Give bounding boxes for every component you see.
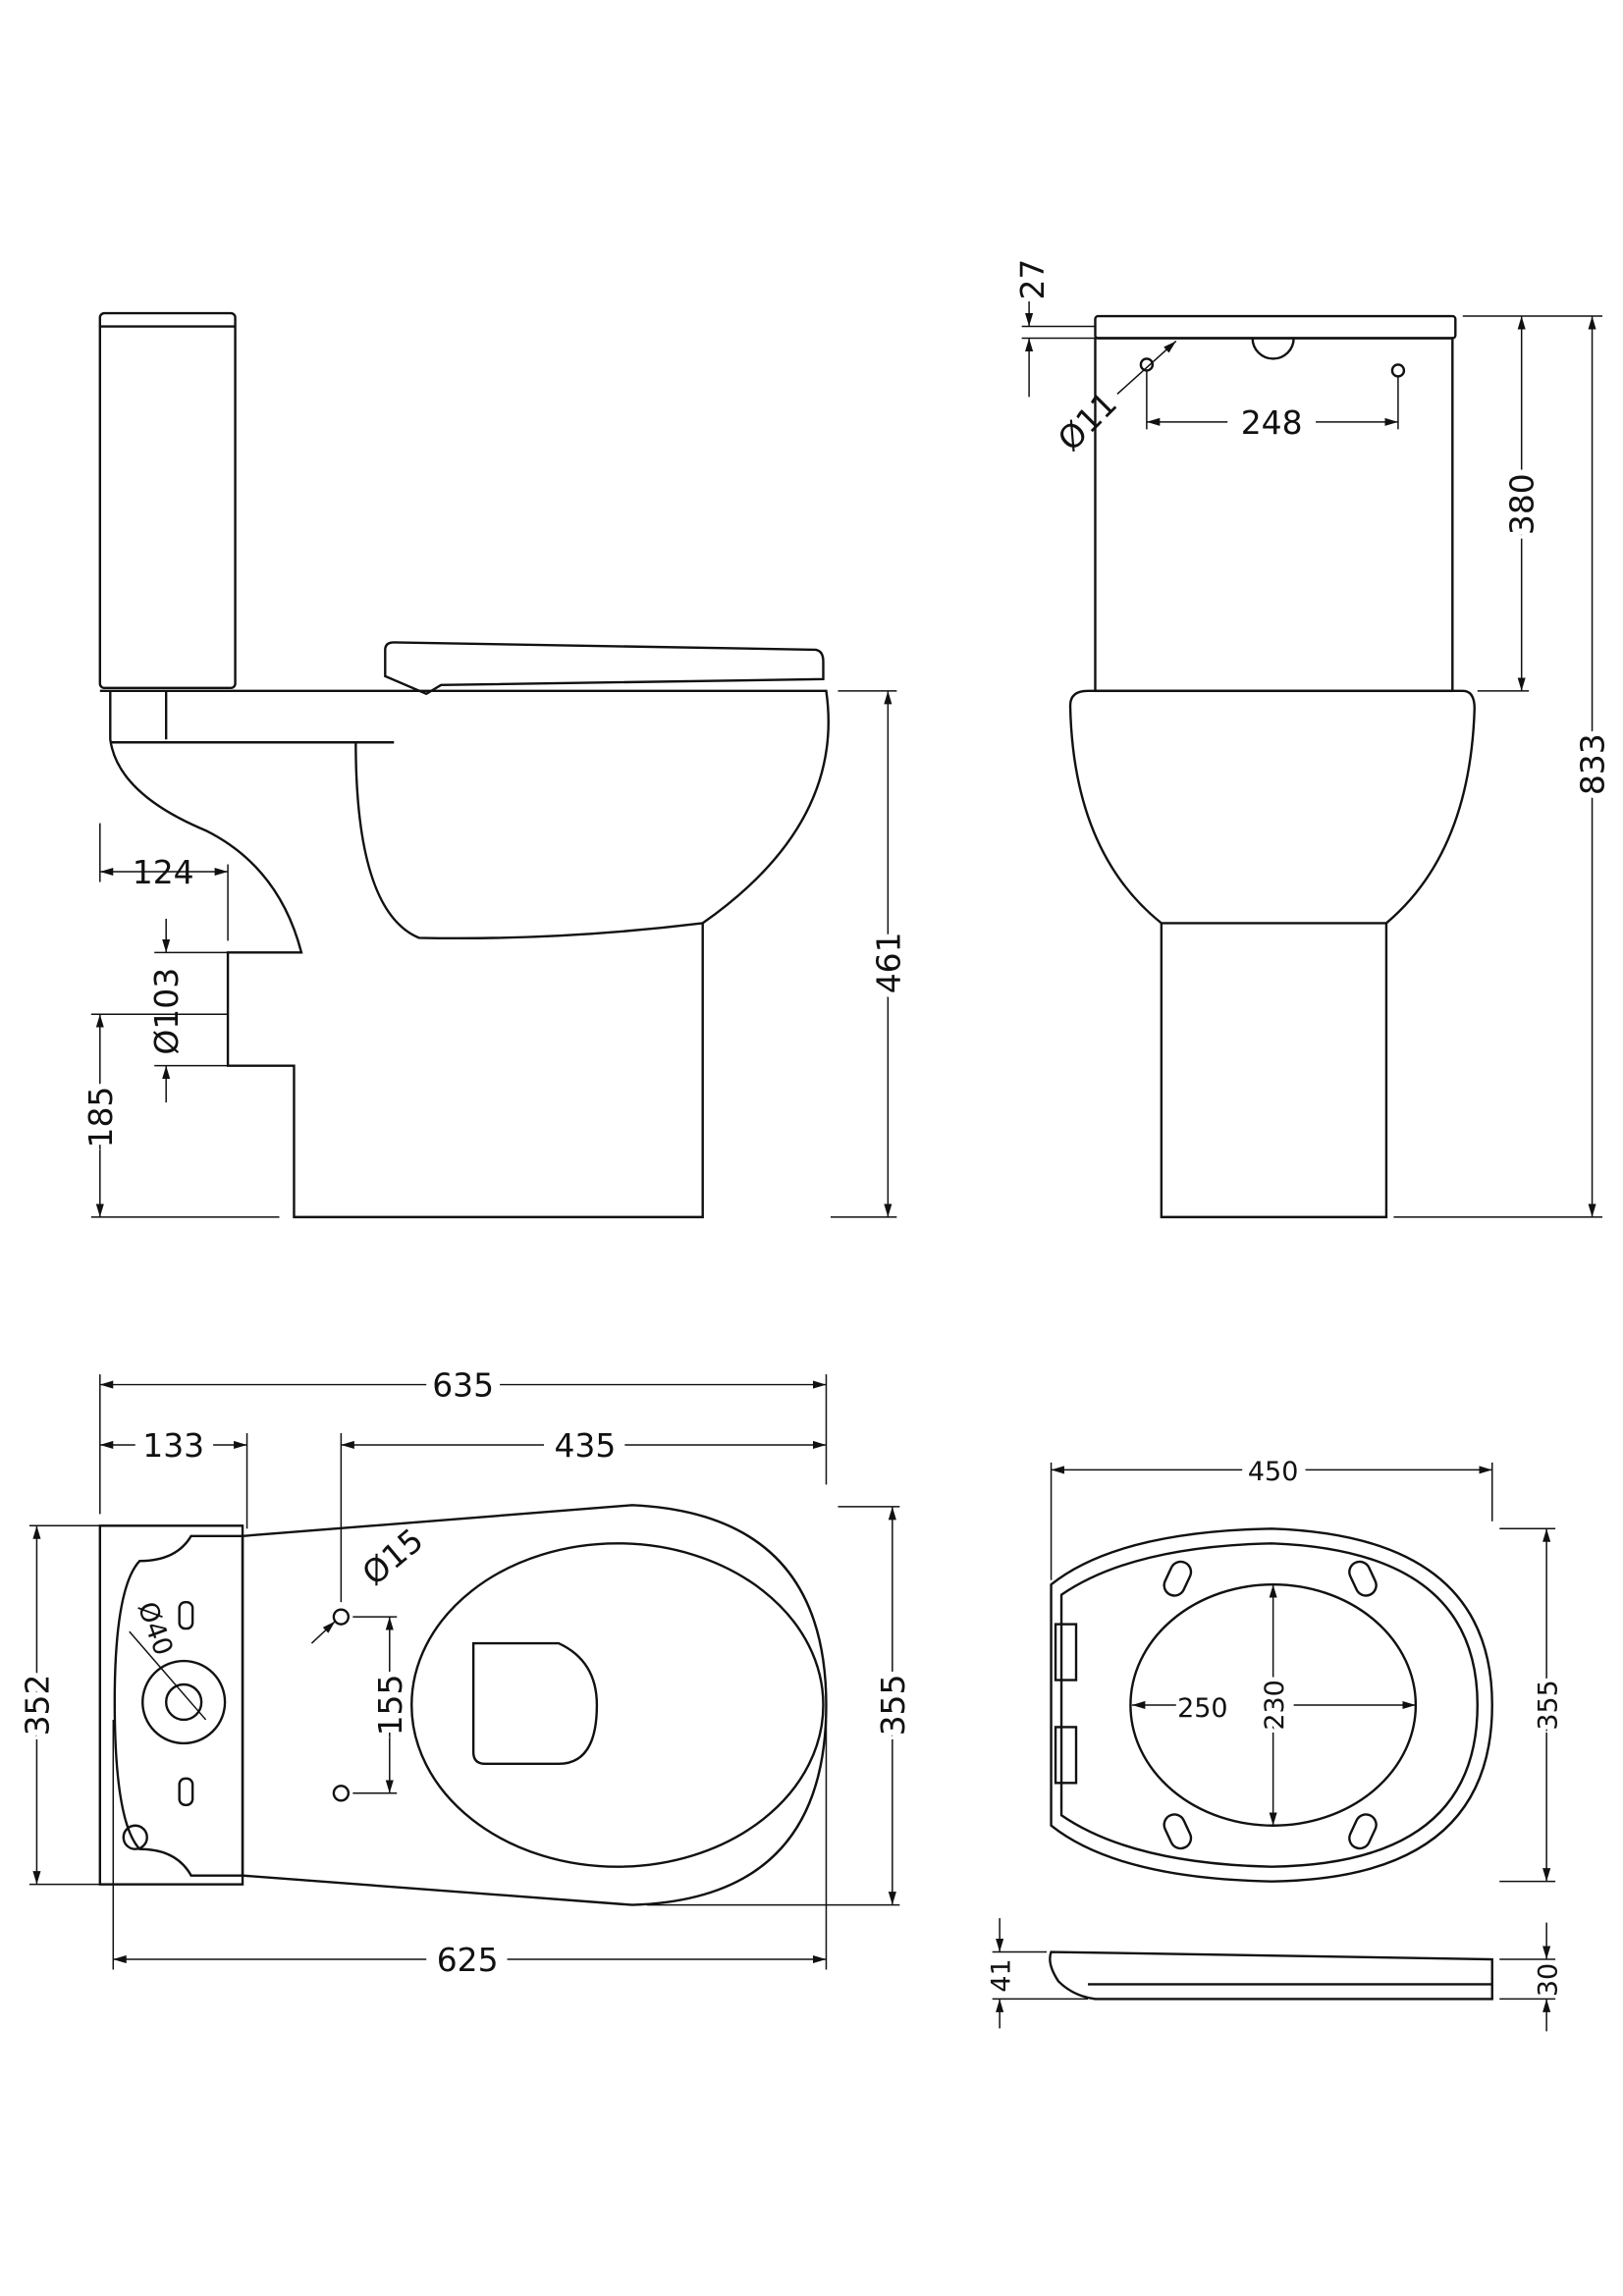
dim-overall-length: 635 <box>432 1366 494 1405</box>
front-view: 27 Ø11 248 380 833 <box>1013 259 1618 1219</box>
pan-side <box>99 689 830 1219</box>
dim-fixing-to-front: 435 <box>554 1426 616 1465</box>
dim-profile-front: 30 <box>1534 1963 1564 1997</box>
dim-lid-thickness: 27 <box>1013 259 1052 300</box>
seat-view: 250 230 450 355 41 30 <box>987 1457 1568 2032</box>
side-view: 124 Ø103 185 461 <box>76 311 913 1219</box>
pan-plan <box>242 1504 828 1906</box>
plan-view: Ø40 Ø15 635 133 435 352 355 155 625 <box>12 1366 917 1979</box>
dim-seat-length: 450 <box>1248 1457 1298 1487</box>
dim-cistern-width: 352 <box>18 1675 56 1736</box>
dim-pan-width: 355 <box>874 1675 912 1736</box>
dim-outlet-diameter: Ø103 <box>147 968 186 1055</box>
dim-fixing-diameter: Ø15 <box>354 1521 430 1592</box>
dim-outlet-offset: 124 <box>133 853 194 891</box>
dim-cistern-depth: 133 <box>142 1426 204 1465</box>
dim-cistern-height: 380 <box>1503 473 1542 535</box>
cistern-front <box>1094 337 1454 693</box>
dim-profile-back: 41 <box>987 1958 1017 1992</box>
dim-outlet-height: 185 <box>81 1087 120 1148</box>
pan-front <box>1068 689 1476 1219</box>
dim-pan-length: 625 <box>437 1941 499 1979</box>
cistern-side <box>98 311 237 690</box>
dim-opening-length: 230 <box>1260 1680 1290 1730</box>
dim-seat-width: 355 <box>1534 1680 1564 1730</box>
dim-fixing-spacing: 155 <box>371 1675 409 1736</box>
dim-pan-height: 461 <box>869 932 907 993</box>
dim-inlet-diameter: Ø40 <box>132 1598 179 1660</box>
cistern-plan <box>98 1524 244 1886</box>
seat-side <box>384 641 825 696</box>
dim-opening-width: 250 <box>1177 1693 1227 1724</box>
dim-overall-height: 833 <box>1574 733 1612 795</box>
cistern-lid-front <box>1094 314 1457 340</box>
seat-profile <box>1049 1950 1493 2001</box>
dim-hole-spacing: 248 <box>1241 403 1303 442</box>
seat-outline <box>1050 1527 1493 1883</box>
dim-hole-diameter: Ø11 <box>1051 384 1125 458</box>
